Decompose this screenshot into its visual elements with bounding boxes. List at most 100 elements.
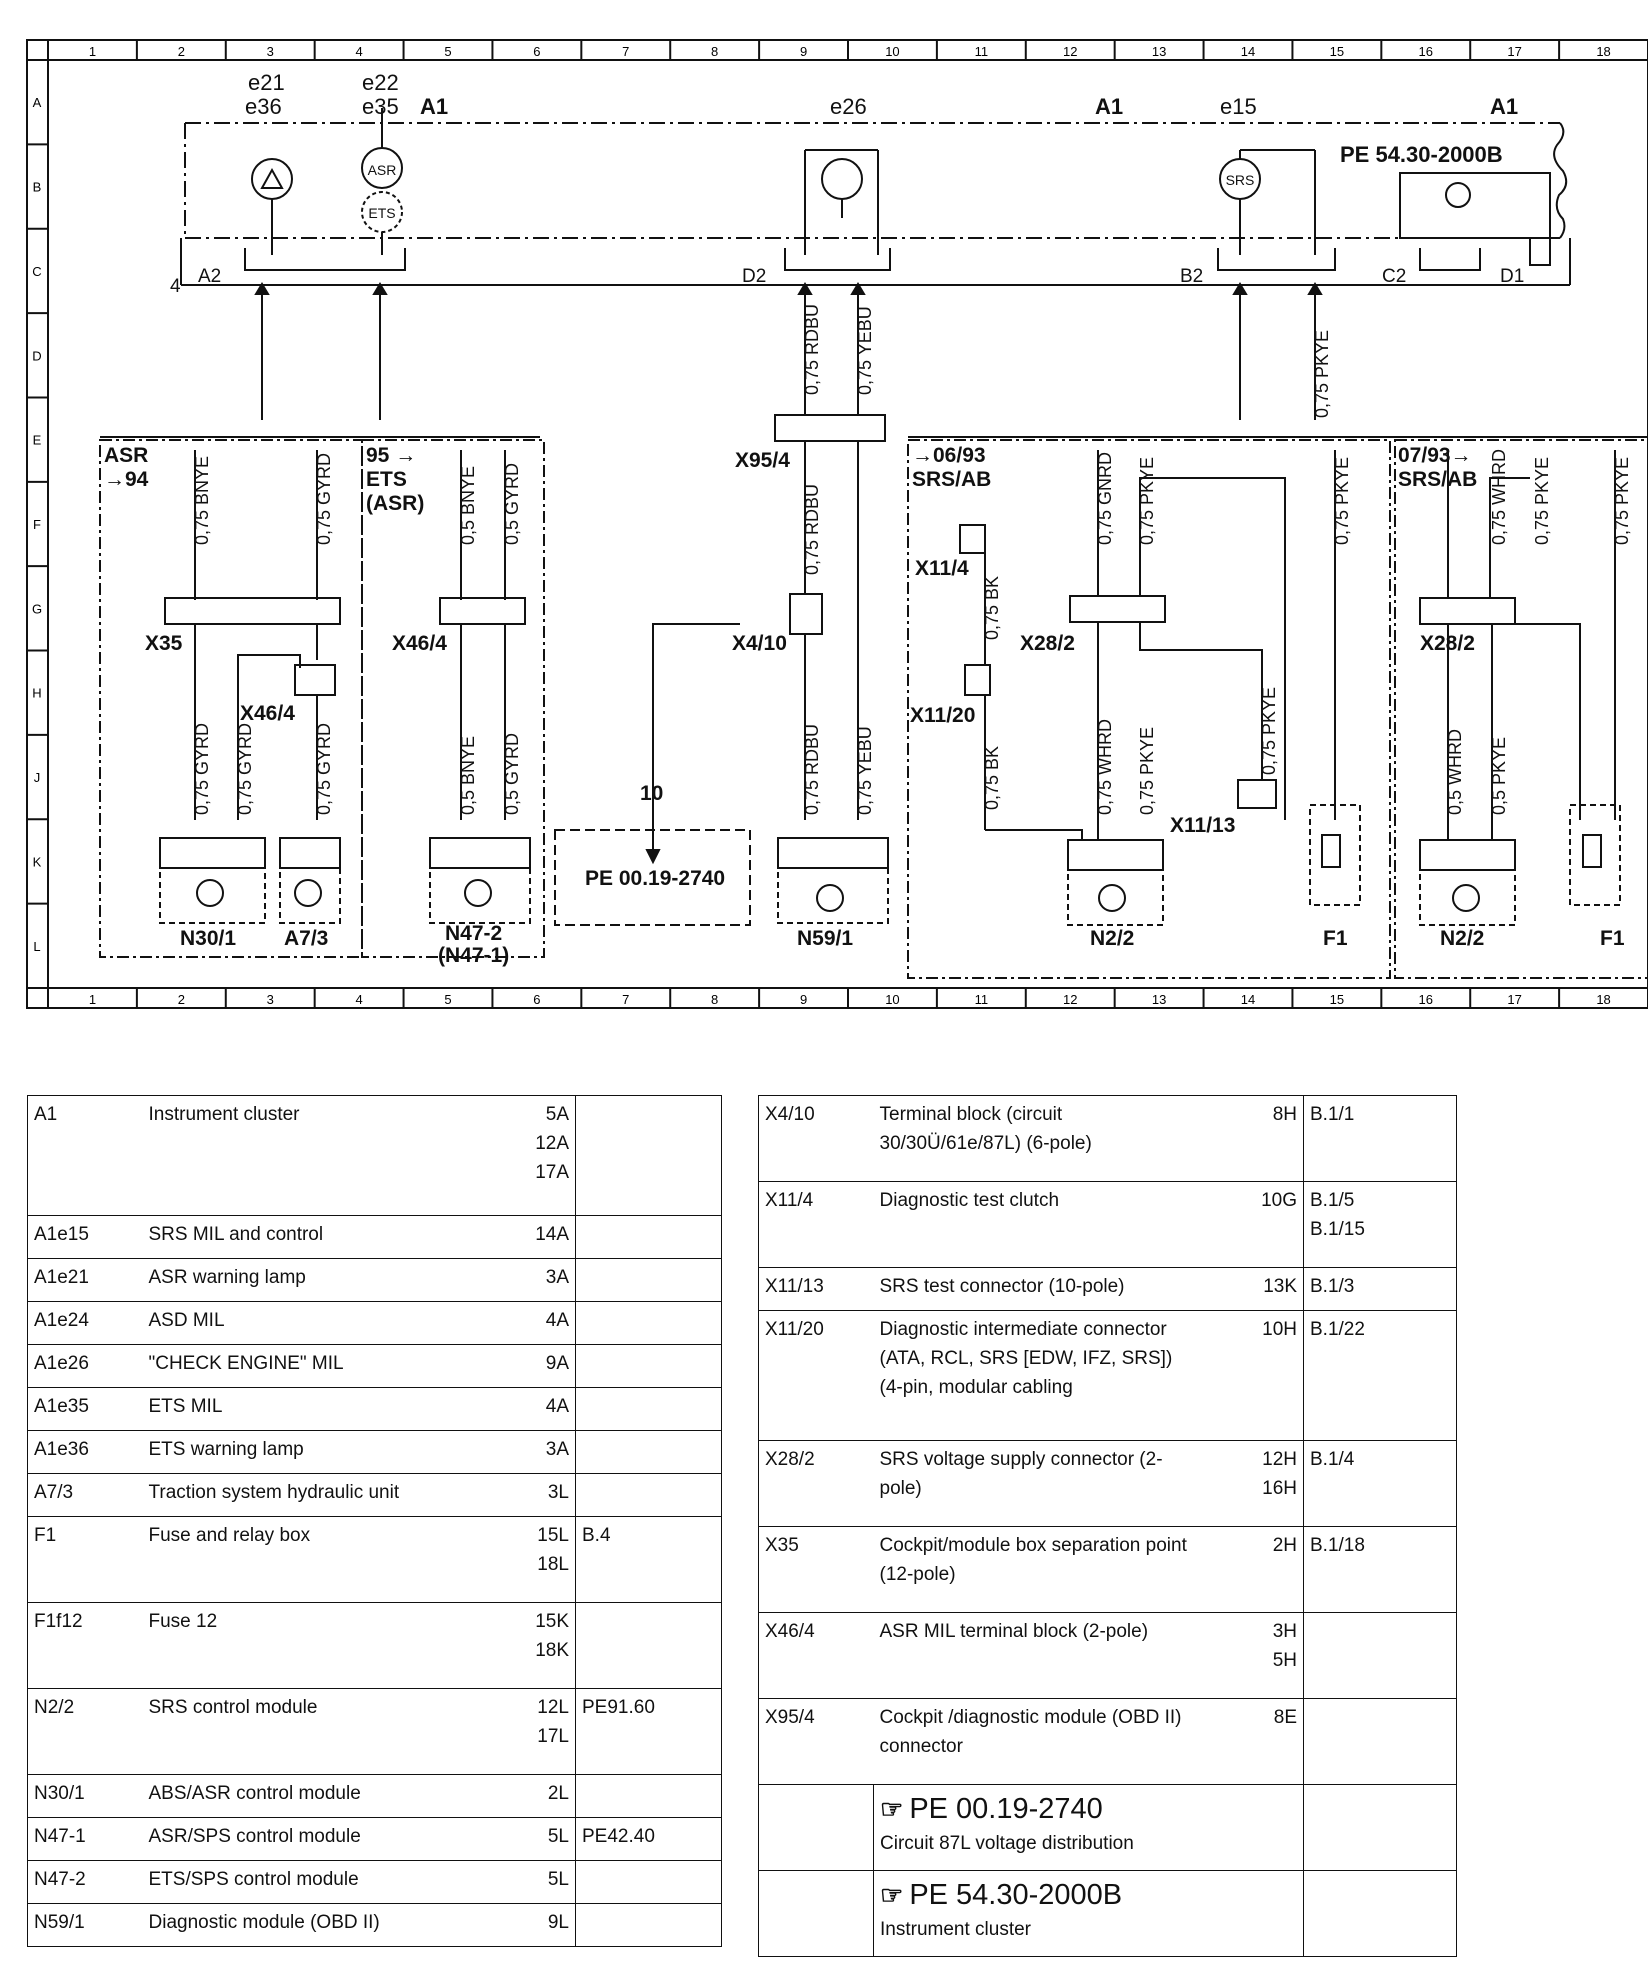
legend-desc: Cockpit/module box separation point (12-… <box>873 1526 1204 1613</box>
legend-ref <box>575 1344 722 1388</box>
legend-grid: 2H <box>1203 1526 1304 1613</box>
legend-code: A1 <box>27 1095 143 1216</box>
cluster-wires <box>254 282 1323 420</box>
wire-n59-1: 0,75 RDBU <box>802 724 822 815</box>
pointing-hand-icon: ☞ <box>880 1794 904 1824</box>
legend-ref: B.1/18 <box>1303 1526 1457 1613</box>
pointing-hand-icon: ☞ <box>880 1880 904 1910</box>
grid-col-label: 14 <box>1241 44 1255 59</box>
connector-x11-20: X11/20 <box>910 704 975 727</box>
legend-code: F1f12 <box>27 1602 143 1689</box>
wire-d2-1: 0,75 RDBU <box>802 304 822 395</box>
lamp-ets: ETS <box>368 205 395 221</box>
legend-grid: 3L <box>442 1473 576 1517</box>
component-n47-1: (N47-1) <box>438 944 509 967</box>
legend-code: X11/20 <box>758 1310 874 1441</box>
wire-srs-a-1: 0,75 GNRD <box>1095 452 1115 545</box>
legend-ref-desc: Circuit 87L voltage distribution <box>880 1833 1134 1854</box>
grid-row-label: L <box>33 939 40 954</box>
legend-desc: Diagnostic test clutch <box>873 1181 1204 1268</box>
legend-ref-row: ☞PE 54.30-2000B Instrument cluster <box>758 1870 1457 1957</box>
box-asr: ASR <box>104 444 148 467</box>
ground-label: 4 <box>170 276 181 297</box>
legend-desc: SRS MIL and control <box>142 1215 443 1259</box>
grid-row-label: D <box>32 348 41 363</box>
wire-asr-1: 0,75 BNYE <box>192 456 212 545</box>
wire-n59-2: 0,75 YEBU <box>855 726 875 815</box>
wire-asr-low-1: 0,75 GYRD <box>192 723 212 815</box>
grid-col-label: 2 <box>178 992 185 1007</box>
wire-srs-b-1: 0,75 WHRD <box>1489 449 1509 545</box>
legend-grid: 5L <box>442 1860 576 1904</box>
legend-ref <box>575 1095 722 1216</box>
connector-x46-4a: X46/4 <box>240 702 295 725</box>
legend-ref-code: PE 54.30-2000B <box>909 1879 1123 1911</box>
legend-desc: ASR MIL terminal block (2-pole) <box>873 1612 1204 1699</box>
grid-row-label: J <box>34 770 41 785</box>
legend-desc: Diagnostic intermediate connector (ATA, … <box>873 1310 1204 1441</box>
legend-ref: B.1/5 B.1/15 <box>1303 1181 1457 1268</box>
legend-desc: ASR/SPS control module <box>142 1817 443 1861</box>
grid-row-label: F <box>33 517 41 532</box>
legend-code: X11/13 <box>758 1267 874 1311</box>
grid-row-label: H <box>32 686 41 701</box>
grid-col-label: 13 <box>1152 992 1166 1007</box>
component-n59-1: N59/1 <box>797 927 853 950</box>
legend-desc: SRS control module <box>142 1688 443 1775</box>
legend-grid: 2L <box>442 1774 576 1818</box>
grid-col-label: 12 <box>1063 44 1077 59</box>
grid-col-label: 11 <box>975 44 989 59</box>
legend-desc: Traction system hydraulic unit <box>142 1473 443 1517</box>
wire-ets-low-1: 0,5 BNYE <box>458 736 478 815</box>
connector-x11-13: X11/13 <box>1170 814 1235 837</box>
connector-x95-4: X95/4 <box>735 449 790 472</box>
legend-grid: 3A <box>442 1430 576 1474</box>
ref-87l: PE 00.19-2740 <box>585 867 725 890</box>
label-e26: e26 <box>830 94 867 119</box>
legend-ref <box>575 1387 722 1431</box>
grid-col-label: 3 <box>267 44 274 59</box>
grid-row-label: C <box>32 264 41 279</box>
grid-col-label: 5 <box>444 44 451 59</box>
box-srs2-head: 07/93→ <box>1398 444 1472 467</box>
legend-ref-desc: Instrument cluster <box>880 1919 1031 1940</box>
legend-ref: B.1/4 <box>1303 1440 1457 1527</box>
label-e15: e15 <box>1220 94 1257 119</box>
legend-desc: SRS test connector (10-pole) <box>873 1267 1204 1311</box>
legend-code: A1e36 <box>27 1430 143 1474</box>
legend-ref-blank <box>1303 1784 1457 1871</box>
legend-ref: B.1/22 <box>1303 1310 1457 1441</box>
wire-srs-bk-1: 0,75 BK <box>982 576 1002 640</box>
legend-ref-blank <box>758 1870 874 1957</box>
wire-srs-b-low-1: 0,5 WHRD <box>1445 729 1465 815</box>
label-a1-3: A1 <box>1490 94 1518 119</box>
label-a1-1: A1 <box>420 94 448 119</box>
grid-col-label: 17 <box>1507 44 1521 59</box>
legend-ref: B.1/3 <box>1303 1267 1457 1311</box>
grid-col-label: 6 <box>533 992 540 1007</box>
legend-ref-cell: ☞PE 54.30-2000B Instrument cluster <box>873 1870 1304 1957</box>
wire-srs-b-2: 0,75 PKYE <box>1532 457 1552 545</box>
legend-grid: 14A <box>442 1215 576 1259</box>
legend-ref <box>1303 1698 1457 1785</box>
legend-desc: ETS warning lamp <box>142 1430 443 1474</box>
component-f1b: F1 <box>1600 927 1625 950</box>
asr-ets-section <box>99 436 545 958</box>
wire-ets-2: 0,5 GYRD <box>502 463 522 545</box>
connector-b2: B2 <box>1180 266 1203 287</box>
legend-desc: ASD MIL <box>142 1301 443 1345</box>
wire-asr-2: 0,75 GYRD <box>314 453 334 545</box>
legend-grid: 10G <box>1203 1181 1304 1268</box>
grid-ruler: 1122334455667788991010111112121313141415… <box>27 40 1611 1008</box>
